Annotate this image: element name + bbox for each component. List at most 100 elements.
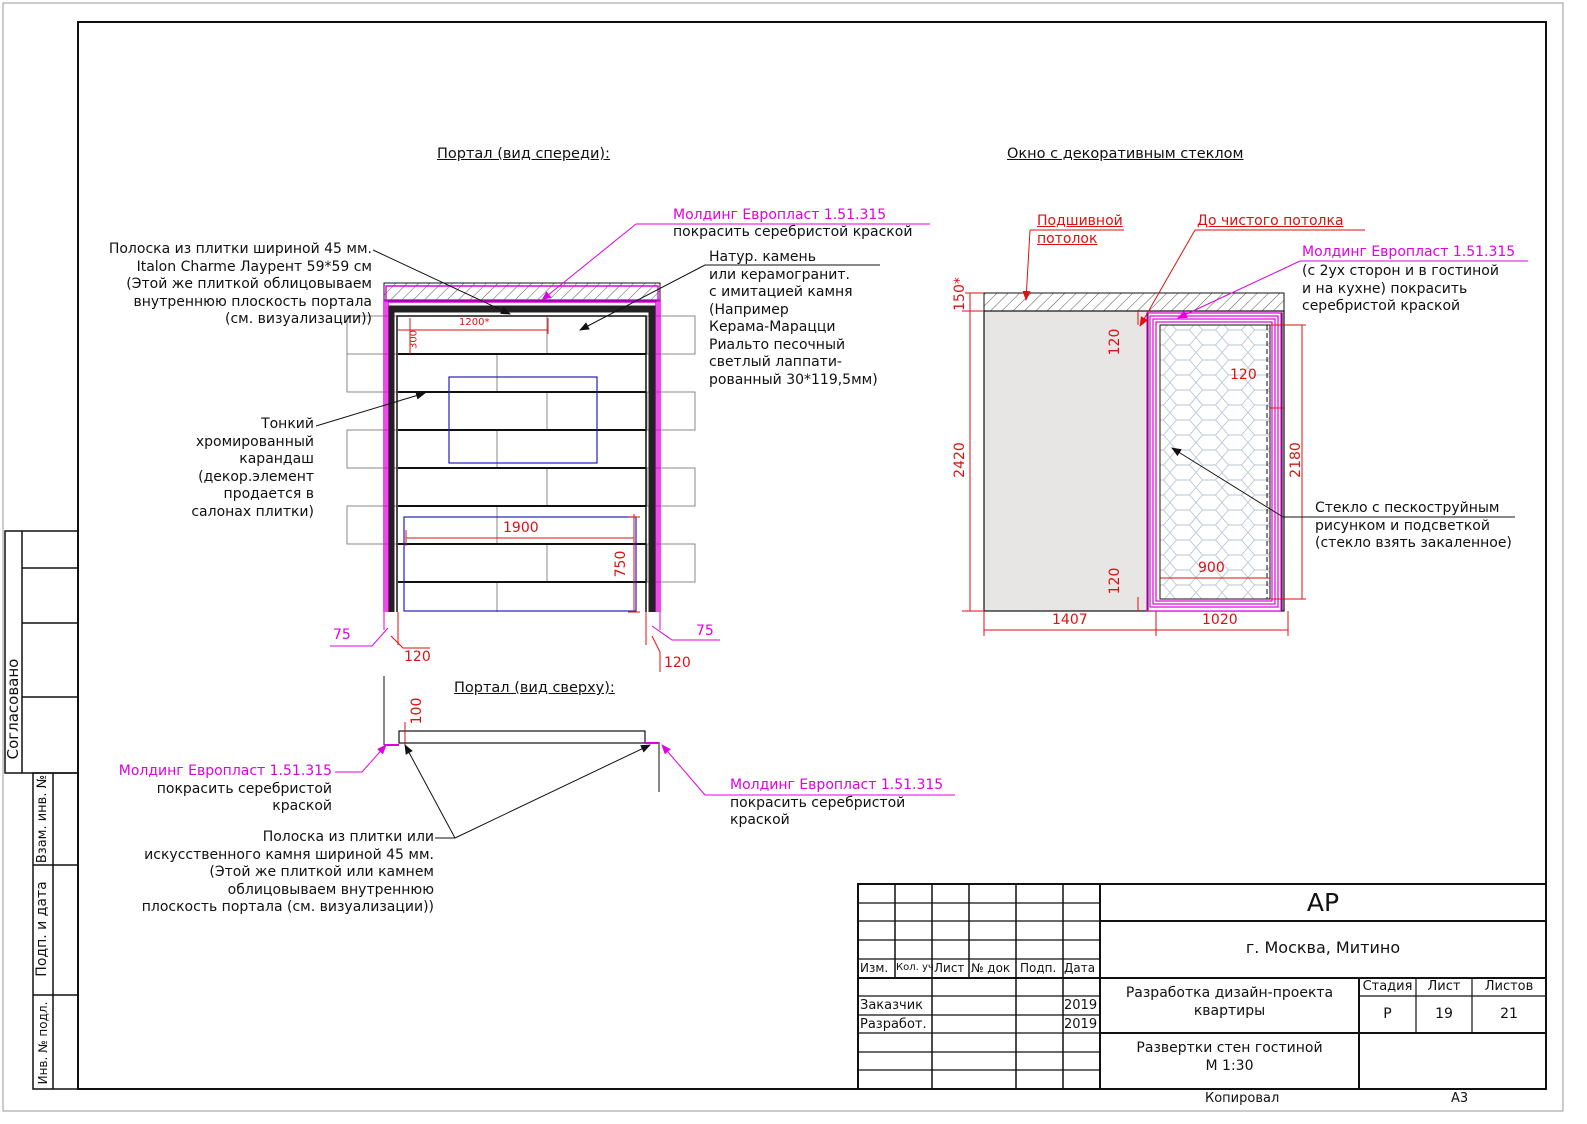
- front-stone-note-line: (Например: [709, 301, 789, 318]
- window-molding-title: Молдинг Европласт 1.51.315: [1302, 244, 1516, 260]
- top-molding-right-line: краской: [730, 812, 790, 828]
- sheet-label: Лист: [1427, 979, 1461, 994]
- page-border: [2, 2, 1564, 1112]
- title-block-code: АР: [1306, 888, 1340, 917]
- dim-120-bottom: 120: [1107, 567, 1123, 595]
- front-pencil-note-line: салонах плитки): [191, 503, 314, 520]
- col-header-list: Лист: [934, 961, 965, 975]
- developer-year: 2019: [1064, 1017, 1098, 1032]
- top-strip-note-line: искусственного камня шириной 45 мм.: [144, 846, 434, 863]
- window-ceiling-label-line: Подшивной: [1037, 213, 1123, 229]
- dim-120-right: 120: [664, 655, 691, 671]
- drawing-name-line: Развертки стен гостиной: [1136, 1040, 1323, 1056]
- front-molding-paint: покрасить серебристой краской: [673, 224, 913, 240]
- front-pencil-note: Тонкий хромированный карандаш (декор.эле…: [160, 416, 314, 521]
- stamp-sign-date: Подп. и дата: [34, 881, 50, 977]
- copied-label: Копировал: [1205, 1091, 1280, 1106]
- front-strip-note-line: Полоска из плитки шириной 45 мм.: [108, 241, 372, 257]
- front-strip-note-line: Italon Charme Лаурент 59*59 см: [136, 258, 372, 275]
- top-view-title: Портал (вид сверху):: [454, 680, 615, 696]
- title-block-grid: [857, 883, 1547, 1090]
- project-name-line: квартиры: [1193, 1003, 1266, 1019]
- dim-120-left: 120: [404, 649, 431, 665]
- front-molding-label: Молдинг Европласт 1.51.315: [673, 207, 887, 223]
- stamp-agreed: Согласовано: [4, 658, 22, 760]
- front-stone-note-line: с имитацией камня: [709, 284, 853, 300]
- dim-1407: 1407: [1052, 612, 1088, 628]
- window-drawing: [962, 229, 1528, 636]
- customer-label: Заказчик: [860, 998, 924, 1013]
- dim-100: 100: [409, 697, 425, 725]
- col-header-kol: Кол. уч: [896, 962, 934, 973]
- front-stone-note-line: Керама-Марацци: [709, 319, 836, 335]
- stage-label: Стадия: [1362, 979, 1413, 994]
- dim-120-inner: 120: [1230, 367, 1257, 383]
- front-pencil-note-line: (декор.элемент: [198, 468, 314, 485]
- front-stone-note-line: Натур. камень: [709, 249, 816, 265]
- window-molding-note-line: (с 2ух сторон и в гостиной: [1302, 263, 1499, 279]
- sheets-value: 21: [1500, 1006, 1518, 1022]
- dim-1200: 1200*: [459, 317, 490, 328]
- top-molding-left-line: краской: [272, 798, 332, 814]
- front-pencil-note-line: продается в: [223, 486, 314, 502]
- sheets-label: Листов: [1484, 979, 1534, 994]
- portal-top-drawing: [335, 676, 955, 839]
- window-ceiling-label: Подшивной потолок: [1037, 213, 1123, 248]
- front-pencil-note-line: Тонкий: [261, 416, 314, 432]
- window-glass-note-line: Стекло с пескоструйным: [1315, 500, 1500, 516]
- top-strip-note: Полоска из плитки или искусственного кам…: [100, 829, 434, 917]
- customer-year: 2019: [1064, 998, 1098, 1013]
- top-molding-left-line: Молдинг Европласт 1.51.315: [118, 763, 332, 779]
- col-header-doc: № док: [971, 961, 1011, 975]
- front-stone-note-line: светлый лаппати-: [709, 354, 842, 370]
- front-stone-note-line: Риальто песочный: [709, 336, 846, 353]
- window-molding-note: (с 2ух сторон и в гостиной и на кухне) п…: [1302, 263, 1499, 316]
- dim-75-left: 75: [333, 627, 351, 643]
- dim-2180: 2180: [1288, 442, 1304, 478]
- front-strip-note-line: (см. визуализации)): [225, 311, 372, 327]
- front-stone-note-line: или керамогранит.: [709, 266, 850, 283]
- col-header-izm: Изм.: [860, 961, 889, 975]
- sheet-value: 19: [1435, 1006, 1453, 1022]
- top-molding-left: Молдинг Европласт 1.51.315 покрасить сер…: [100, 763, 332, 816]
- project-name-line: Разработка дизайн-проекта: [1125, 985, 1334, 1001]
- front-pencil-note-line: хромированный: [195, 433, 314, 450]
- window-molding-note-line: и на кухне) покрасить: [1302, 280, 1468, 297]
- window-molding-note-line: серебристой краской: [1302, 298, 1461, 314]
- side-stamp-grid: [4, 530, 79, 1090]
- dim-150: 150*: [952, 277, 968, 311]
- title-block-address: г. Москва, Митино: [1245, 938, 1401, 957]
- drawing-frame: [77, 21, 1547, 1090]
- col-header-sign: Подп.: [1020, 961, 1057, 975]
- top-molding-right-line: Молдинг Европласт 1.51.315: [730, 777, 944, 793]
- top-molding-right-line: покрасить серебристой: [730, 794, 906, 811]
- col-header-date: Дата: [1064, 961, 1096, 975]
- dim-75-right: 75: [696, 623, 714, 639]
- window-glass-note-line: рисунком и подсветкой: [1315, 517, 1490, 534]
- window-glass-note: Стекло с пескоструйным рисунком и подсве…: [1315, 500, 1512, 553]
- top-molding-left-line: покрасить серебристой: [156, 780, 332, 797]
- front-strip-note: Полоска из плитки шириной 45 мм. Italon …: [60, 241, 372, 329]
- window-to-ceiling: До чистого потолка: [1197, 213, 1344, 229]
- dim-1020: 1020: [1202, 612, 1238, 628]
- dim-300: 300: [408, 329, 420, 350]
- front-stone-note: Натур. камень или керамогранит. с имитац…: [709, 249, 909, 389]
- stamp-ref-no: Взам. инв. №: [35, 774, 50, 864]
- top-molding-right: Молдинг Европласт 1.51.315 покрасить сер…: [730, 777, 970, 830]
- format-label: А3: [1451, 1091, 1469, 1106]
- front-strip-note-line: внутреннюю плоскость портала: [133, 293, 372, 310]
- top-strip-note-line: облицовываем внутреннюю: [227, 881, 434, 898]
- top-strip-note-line: (Этой же плиткой или камнем: [209, 864, 434, 880]
- stamp-orig-no: Инв. № подл.: [36, 1001, 50, 1085]
- dim-1900: 1900: [503, 520, 539, 536]
- window-title: Окно с декоративным стеклом: [1007, 146, 1244, 162]
- dim-2420: 2420: [952, 442, 968, 478]
- front-pencil-note-line: карандаш: [239, 451, 314, 467]
- front-view-title: Портал (вид спереди):: [437, 146, 610, 162]
- dim-120-top: 120: [1107, 328, 1123, 356]
- portal-front-drawing: [315, 223, 930, 672]
- developer-label: Разработ.: [860, 1017, 927, 1032]
- stage-value: Р: [1383, 1006, 1392, 1022]
- window-ceiling-label-line: потолок: [1037, 230, 1098, 247]
